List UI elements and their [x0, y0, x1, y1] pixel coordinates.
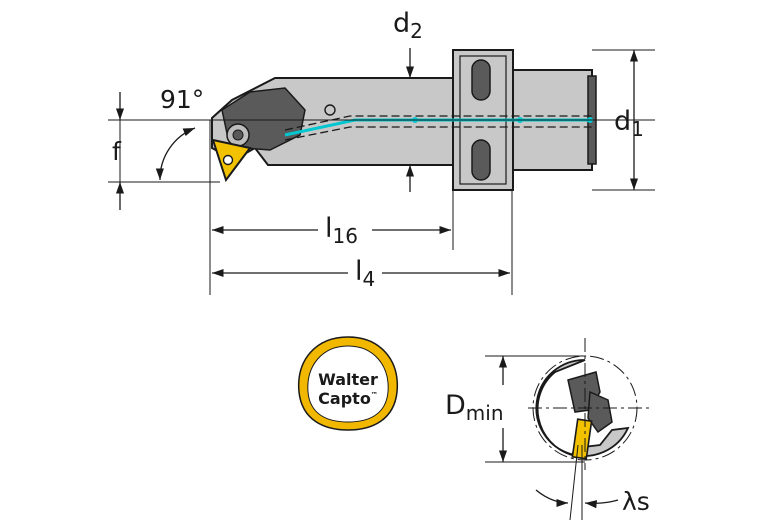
logo-capto-text: Capto™ — [318, 389, 378, 408]
angle-label: 91° — [160, 85, 204, 114]
l16-label: l16 — [325, 213, 358, 248]
walter-capto-logo: Walter Capto™ — [298, 336, 398, 431]
f-label: f — [112, 137, 122, 166]
side-view: 91° f d2 d1 l16 l4 — [108, 8, 655, 295]
end-view: Dmin λs — [445, 338, 650, 521]
l4-label: l4 — [355, 256, 375, 291]
lambda-s-label: λs — [622, 487, 650, 516]
logo-walter-text: Walter — [318, 370, 378, 389]
d1-label: d1 — [614, 106, 644, 141]
d2-label: d2 — [393, 8, 423, 43]
dmin-label: Dmin — [445, 390, 504, 425]
bar-cross-section — [535, 359, 630, 457]
